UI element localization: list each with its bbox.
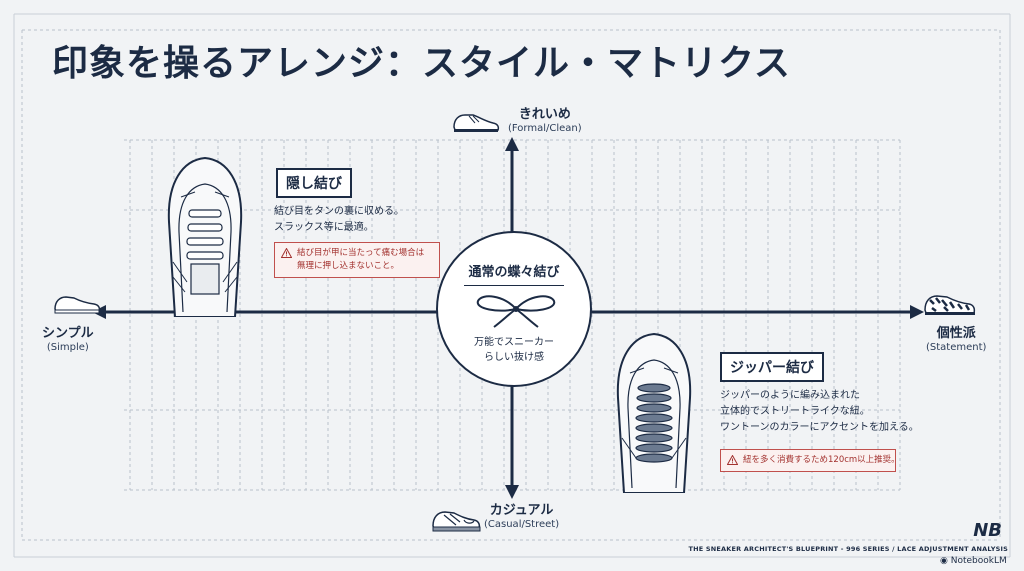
hidden-knot-desc-line: スラックス等に最適。 bbox=[274, 222, 374, 233]
axis-label-right: 個性派 (Statement) bbox=[926, 322, 986, 353]
axis-label-right-jp: 個性派 bbox=[936, 326, 976, 341]
axis-label-bottom: カジュアル (Casual/Street) bbox=[484, 499, 559, 530]
hidden-knot-desc-line: 結び目をタンの裏に収める。 bbox=[274, 206, 404, 217]
brand-logo: NB bbox=[973, 520, 1002, 541]
axis-label-top-en: (Formal/Clean) bbox=[508, 123, 582, 134]
hidden-knot-warning-line: 無理に押し込まないこと。 bbox=[297, 261, 400, 271]
center-title: 通常の蝶々結び bbox=[438, 261, 590, 286]
hidden-knot-desc: 結び目をタンの裏に収める。 スラックス等に最適。 bbox=[274, 204, 404, 236]
hidden-knot-title: 隠し結び bbox=[276, 168, 352, 198]
axis-label-top: きれいめ (Formal/Clean) bbox=[508, 103, 582, 134]
arrow-right-icon bbox=[910, 305, 924, 319]
statement-shoe-icon bbox=[924, 295, 976, 315]
page-title: 印象を操るアレンジ：スタイル・マトリクス bbox=[52, 43, 791, 84]
simple-shoe-icon bbox=[54, 296, 101, 314]
center-desc-line: らしい抜け感 bbox=[484, 352, 544, 363]
notebooklm-icon: ◉ bbox=[940, 556, 951, 566]
bow-knot-icon bbox=[476, 295, 556, 328]
formal-shoe-icon bbox=[453, 114, 500, 132]
center-desc-line: 万能でスニーカー bbox=[474, 337, 554, 348]
axis-label-top-jp: きれいめ bbox=[518, 107, 571, 122]
axis-label-bottom-en: (Casual/Street) bbox=[484, 519, 560, 530]
footer-caption: THE SNEAKER ARCHITECT'S BLUEPRINT - 996 … bbox=[688, 545, 1008, 553]
zipper-knot-title: ジッパー結び bbox=[720, 352, 824, 382]
zipper-knot-warning-line: 紐を多く消費するため120cm以上推奨。 bbox=[743, 455, 900, 465]
zipper-knot-desc-line: ジッパーのように編み込まれた bbox=[720, 390, 860, 401]
arrow-up-icon bbox=[505, 137, 519, 151]
hidden-knot-sneaker-illustration bbox=[167, 156, 243, 317]
zipper-knot-warning: 紐を多く消費するため120cm以上推奨。 bbox=[720, 449, 900, 472]
notebooklm-watermark: ◉ NotebookLM bbox=[940, 556, 1007, 566]
zipper-knot-desc: ジッパーのように編み込まれた 立体的でストリートライクな紐。 ワントーンのカラー… bbox=[720, 388, 919, 436]
axis-label-bottom-jp: カジュアル bbox=[489, 503, 554, 518]
center-circle: 通常の蝶々結び 万能でスニーカー らしい抜け感 bbox=[436, 231, 592, 387]
warning-icon bbox=[727, 455, 738, 465]
warning-icon bbox=[281, 248, 292, 258]
center-desc: 万能でスニーカー らしい抜け感 bbox=[438, 335, 590, 365]
axis-label-left-en: (Simple) bbox=[46, 342, 89, 353]
hidden-knot-warning: 結び目が甲に当たって痛む場合は 無理に押し込まないこと。 bbox=[274, 242, 440, 278]
notebooklm-label: NotebookLM bbox=[950, 556, 1007, 566]
axis-label-left-jp: シンプル bbox=[42, 326, 94, 341]
axis-label-left: シンプル (Simple) bbox=[42, 322, 94, 353]
casual-shoe-icon bbox=[432, 511, 481, 532]
zipper-knot-desc-line: 立体的でストリートライクな紐。 bbox=[720, 406, 870, 417]
zipper-knot-desc-line: ワントーンのカラーにアクセントを加える。 bbox=[720, 422, 919, 433]
axis-label-right-en: (Statement) bbox=[926, 342, 987, 353]
hidden-knot-warning-line: 結び目が甲に当たって痛む場合は bbox=[297, 248, 425, 258]
zipper-knot-sneaker-illustration bbox=[616, 332, 692, 493]
arrow-down-icon bbox=[505, 485, 519, 499]
